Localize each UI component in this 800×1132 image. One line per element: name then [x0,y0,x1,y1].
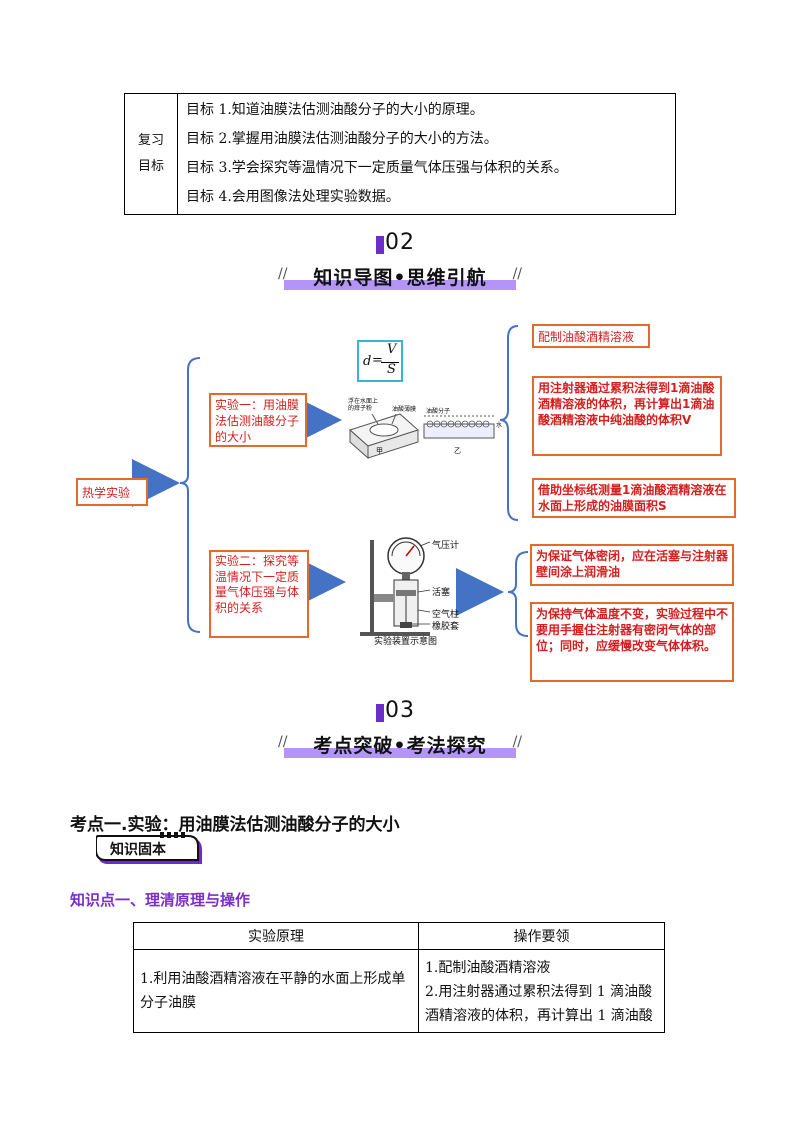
brace-icon [499,325,519,521]
syringe-apparatus-figure [360,537,431,636]
section-title: 知识导图•思维引航 [313,267,487,289]
exp2-note: 为保证气体密闭，应在活塞与注射器壁间涂上润滑油 [530,544,734,586]
brace-icon [179,357,201,633]
oil-film-figure [349,413,495,460]
table-cell: 1.配制油酸酒精溶液 2.用注射器通过累积法得到 1 滴油酸酒精溶液的体积，再计… [418,949,665,1033]
mindmap-connectors [132,325,529,637]
fig1-caption: 乙 [454,447,461,455]
table-header: 操作要领 [418,922,665,950]
exp2-note: 为保持气体温度不变，实验过程中不要用手握住注射器有密闭气体的部位；同时，应缓慢改… [530,602,734,682]
fig2-caption: 实验装置示意图 [374,637,438,647]
mindmap-exp2: 实验二：探究等温情况下一定质量气体压强与体积的关系 [209,550,309,638]
fig1-caption: 甲 [376,447,383,455]
fig1-label: 浮在水面上 的痱子粉 [348,398,379,412]
fig2-label: 活塞 [432,588,451,598]
topic-heading: 考点一.实验：用油膜法估测油酸分子的大小 [70,815,400,835]
table-header: 实验原理 [133,922,419,950]
fig1-label: 水 [496,422,503,429]
section-number: 02 [0,230,800,255]
section-banner: // // 知识导图•思维引航 [278,262,522,292]
mindmap-root: 热学实验 [76,478,148,506]
table-cell: 1.利用油酸酒精溶液在平静的水面上形成单分子油膜 [133,949,419,1033]
goal-item: 目标 4.会用图像法处理实验数据。 [186,189,400,205]
formula-d-equals-v-over-s: d = V S [357,340,403,382]
principle-table: 实验原理 操作要领 1.利用油酸酒精溶液在平静的水面上形成单分子油膜 1.配制油… [133,922,665,1033]
fig2-label: 气压计 [432,541,460,551]
mindmap-exp1: 实验一：用油膜法估测油酸分子的大小 [209,393,307,447]
fig1-label: 油酸薄膜 [392,406,417,413]
brace-icon [507,551,529,637]
section-banner: // // 考点突破•考法探究 [278,730,522,760]
goals-table: 复习 目标 目标 1.知道油膜法估测油酸分子的大小的原理。 目标 2.掌握用油膜… [124,93,676,215]
goal-item: 目标 3.学会探究等温情况下一定质量气体压强与体积的关系。 [186,160,568,176]
goals-list: 目标 1.知道油膜法估测油酸分子的大小的原理。 目标 2.掌握用油膜法估测油酸分… [177,93,676,215]
exp1-step: 配制油酸酒精溶液 [532,324,650,348]
goal-item: 目标 1.知道油膜法估测油酸分子的大小的原理。 [186,102,484,118]
exp1-step: 用注射器通过累积法得到1滴油酸酒精溶液的体积，再计算出1滴油酸酒精溶液中纯油酸的… [532,376,722,456]
knowledge-point-heading: 知识点一、理清原理与操作 [70,891,251,909]
fig2-label: 橡胶套 [432,622,460,632]
exp1-step: 借助坐标纸测量1滴油酸酒精溶液在水面上形成的油膜面积S [532,478,736,518]
section-title: 考点突破•考法探究 [313,735,487,757]
knowledge-tag: 知识固本 [96,832,204,866]
section-number: 03 [0,698,800,723]
goals-label: 复习 目标 [124,93,178,215]
fig1-label: 油酸分子 [426,408,451,415]
goal-item: 目标 2.掌握用油膜法估测油酸分子的大小的方法。 [186,131,498,147]
fig2-label: 空气柱 [432,610,460,620]
